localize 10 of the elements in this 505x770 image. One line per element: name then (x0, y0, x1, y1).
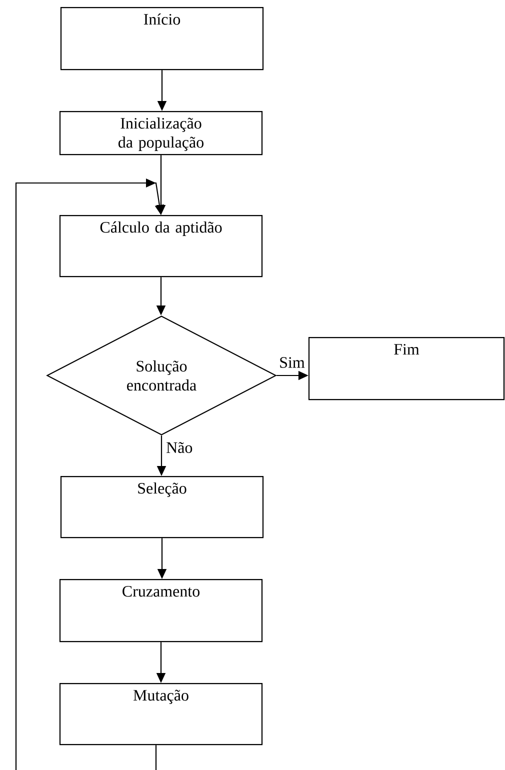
edge-label: Não (165, 441, 194, 454)
process-box: Mutação (59, 683, 263, 746)
process-box: Inicialização da população (59, 111, 263, 156)
arrow (15, 178, 164, 770)
edge-label: Sim (278, 356, 306, 369)
process-box: Cálculo da aptidão (59, 215, 263, 278)
process-box: Cruzamento (59, 579, 263, 642)
process-box: Fim (308, 337, 505, 400)
process-box: Seleção (60, 476, 264, 538)
process-box: Início (60, 7, 264, 70)
